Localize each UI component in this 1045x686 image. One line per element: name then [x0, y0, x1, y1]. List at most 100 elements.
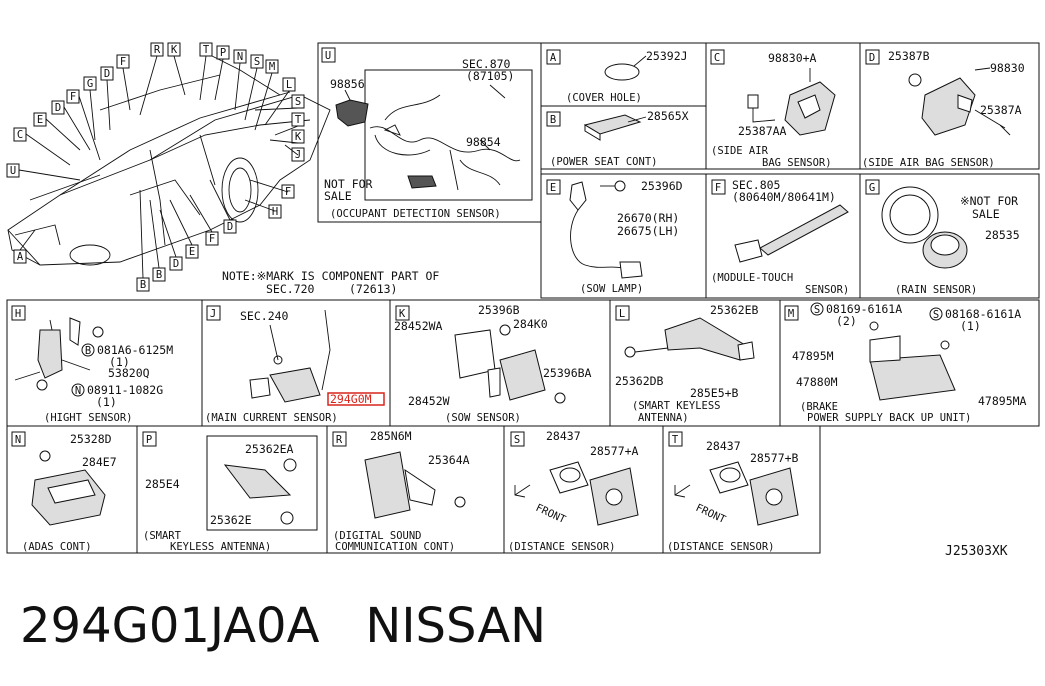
svg-text:47880M: 47880M: [796, 375, 838, 389]
svg-text:28437: 28437: [546, 429, 581, 443]
svg-text:N: N: [237, 51, 243, 63]
svg-text:S: S: [814, 304, 820, 316]
svg-text:(MODULE-TOUCH: (MODULE-TOUCH: [711, 272, 793, 284]
svg-text:(DIGITAL SOUND: (DIGITAL SOUND: [333, 530, 422, 542]
svg-text:53820Q: 53820Q: [108, 366, 150, 380]
svg-text:25364A: 25364A: [428, 453, 470, 467]
panel-L: L 25362EB 25362DB 285E5+B (SMART KEYLESS…: [615, 303, 759, 424]
svg-text:L: L: [619, 308, 625, 320]
panel-T: T 28437 28577+B FRONT (DISTANCE SENSOR): [667, 431, 799, 553]
svg-text:25392J: 25392J: [646, 49, 688, 63]
svg-text:C: C: [17, 129, 23, 141]
panel-S: S 28437 28577+A FRONT (DISTANCE SENSOR): [508, 429, 639, 553]
svg-text:H: H: [15, 308, 21, 320]
svg-text:(SIDE AIR: (SIDE AIR: [711, 145, 769, 157]
note-line3: (72613): [349, 282, 397, 296]
svg-text:M: M: [269, 61, 275, 73]
callout-F2: F: [66, 89, 80, 104]
svg-text:25328D: 25328D: [70, 432, 112, 446]
footer-part-number: 294G01JA0A: [20, 598, 320, 654]
svg-text:T: T: [672, 434, 679, 446]
svg-text:08911-1082G: 08911-1082G: [87, 383, 163, 397]
panel-E: E 25396D 26670(RH) 26675(LH) (SOW LAMP): [546, 179, 683, 295]
svg-text:(HIGHT SENSOR): (HIGHT SENSOR): [44, 412, 133, 424]
svg-text:25387A: 25387A: [980, 103, 1022, 117]
svg-text:(MAIN CURRENT SENSOR): (MAIN CURRENT SENSOR): [205, 412, 338, 424]
svg-text:(80640M/80641M): (80640M/80641M): [732, 190, 836, 204]
svg-text:(1): (1): [960, 319, 981, 333]
callout-K2: K: [291, 129, 305, 144]
svg-text:25387AA: 25387AA: [738, 124, 787, 138]
svg-text:SALE: SALE: [972, 207, 1000, 221]
highlight-box: [327, 392, 385, 406]
svg-text:N: N: [15, 434, 21, 446]
callout-U: U: [6, 163, 20, 178]
svg-text:25362EB: 25362EB: [710, 303, 759, 317]
svg-text:D: D: [173, 258, 179, 270]
svg-text:25387B: 25387B: [888, 49, 930, 63]
svg-text:25362EA: 25362EA: [245, 442, 294, 456]
svg-text:※NOT FOR: ※NOT FOR: [960, 194, 1018, 208]
svg-text:(COVER HOLE): (COVER HOLE): [566, 92, 642, 104]
svg-text:R: R: [336, 434, 343, 446]
callout-B: B: [136, 277, 150, 292]
svg-text:M: M: [788, 308, 794, 320]
svg-text:P: P: [220, 47, 226, 59]
svg-text:S: S: [514, 434, 520, 446]
svg-text:28452WA: 28452WA: [394, 319, 443, 333]
svg-text:25396B: 25396B: [478, 303, 520, 317]
svg-text:98830+A: 98830+A: [768, 51, 817, 65]
callout-F4: F: [205, 231, 219, 246]
svg-text:B: B: [550, 114, 556, 126]
svg-text:U: U: [10, 165, 16, 177]
svg-text:28452W: 28452W: [408, 394, 450, 408]
svg-text:K: K: [399, 308, 406, 320]
callout-E: E: [33, 112, 47, 127]
callout-P: P: [216, 45, 230, 60]
callout-A: A: [13, 249, 27, 264]
panel-R: R 285N6M 25364A (DIGITAL SOUND COMMUNICA…: [332, 429, 470, 553]
panel-M: M S 08169-6161A (2) S 08168-6161A (1) 47…: [784, 302, 1027, 424]
svg-text:G: G: [87, 78, 93, 90]
svg-text:SENSOR): SENSOR): [805, 284, 849, 296]
svg-text:S: S: [933, 309, 939, 321]
callout-S: S: [250, 54, 264, 69]
svg-text:BAG SENSOR): BAG SENSOR): [762, 157, 832, 169]
callout-N: N: [233, 49, 247, 64]
svg-text:J: J: [210, 308, 216, 320]
svg-text:28437: 28437: [706, 439, 741, 453]
svg-text:SEC.805: SEC.805: [732, 178, 780, 192]
svg-text:(SMART: (SMART: [143, 530, 182, 542]
svg-text:E: E: [550, 182, 556, 194]
svg-text:D: D: [55, 102, 61, 114]
svg-text:T: T: [203, 44, 210, 56]
callout-M: M: [265, 59, 279, 74]
svg-text:(SIDE AIR BAG SENSOR): (SIDE AIR BAG SENSOR): [862, 157, 995, 169]
svg-text:E: E: [37, 114, 43, 126]
svg-text:NOT FOR: NOT FOR: [324, 177, 373, 191]
callout-K: K: [167, 42, 181, 57]
svg-text:F: F: [715, 182, 721, 194]
svg-text:SALE: SALE: [324, 189, 352, 203]
svg-text:(SOW LAMP): (SOW LAMP): [580, 283, 643, 295]
callout-T: T: [199, 42, 213, 57]
svg-text:F: F: [209, 233, 215, 245]
callout-D4: E: [185, 244, 199, 259]
svg-text:K: K: [171, 44, 178, 56]
callout-D2: D: [51, 100, 65, 115]
svg-text:(SMART KEYLESS: (SMART KEYLESS: [632, 400, 721, 412]
svg-text:R: R: [154, 44, 161, 56]
svg-text:KEYLESS ANTENNA): KEYLESS ANTENNA): [170, 541, 271, 553]
svg-text:98854: 98854: [466, 135, 501, 149]
svg-text:285E5+B: 285E5+B: [690, 386, 739, 400]
svg-text:P: P: [146, 434, 152, 446]
svg-text:F: F: [120, 56, 126, 68]
svg-text:E: E: [189, 246, 195, 258]
svg-text:25362E: 25362E: [210, 513, 252, 527]
svg-text:28565X: 28565X: [647, 109, 689, 123]
callout-L: L: [282, 77, 296, 92]
svg-text:(2): (2): [836, 314, 857, 328]
panel-B: B 28565X (POWER SEAT CONT): [546, 109, 689, 168]
svg-text:D: D: [227, 221, 233, 233]
